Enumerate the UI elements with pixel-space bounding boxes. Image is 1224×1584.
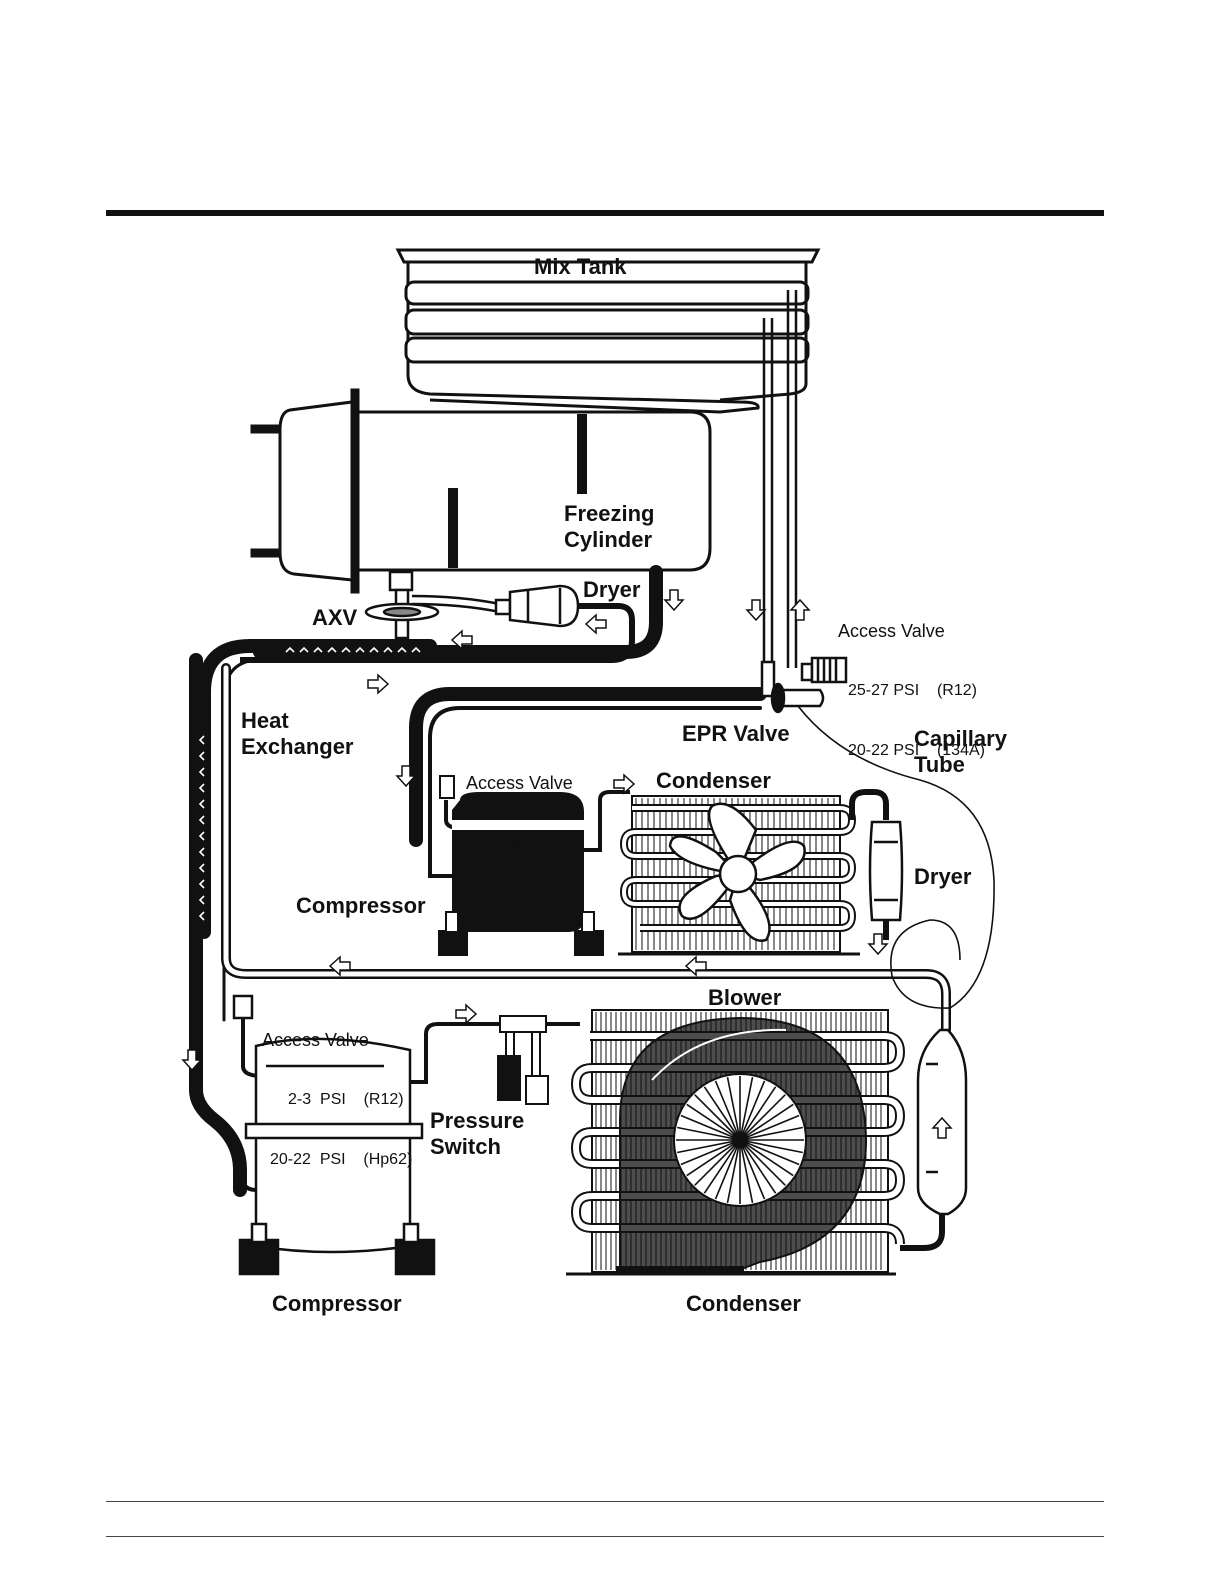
suction-lines bbox=[189, 565, 951, 1197]
arrow-up-icon bbox=[789, 598, 811, 621]
epr-valve-label: EPR Valve bbox=[682, 721, 790, 746]
small-compressor-label: Compressor bbox=[296, 893, 426, 918]
arrow-down-icon bbox=[867, 933, 889, 956]
arrow-down-icon bbox=[745, 599, 767, 622]
blower-label: Blower bbox=[708, 985, 782, 1010]
right-dryer bbox=[849, 789, 904, 940]
small-compressor bbox=[438, 775, 630, 956]
capillary-tube bbox=[797, 705, 995, 1009]
arrow-left-icon bbox=[450, 629, 473, 651]
arrow-down-icon bbox=[663, 589, 685, 612]
pressure-switch bbox=[497, 1015, 549, 1105]
arrow-left-icon bbox=[684, 955, 707, 977]
large-compressor-label: Compressor bbox=[272, 1291, 402, 1316]
blower-wheel-icon bbox=[676, 1076, 804, 1204]
capillary-tube-label: Capillary Tube bbox=[914, 726, 1007, 777]
access-valve-title: Access Valve bbox=[838, 621, 945, 641]
arrow-down-icon bbox=[181, 1049, 203, 1072]
large-condenser-label: Condenser bbox=[686, 1291, 801, 1316]
access-valve-line: 20-22 PSI (134A) bbox=[848, 742, 985, 759]
blower-spoke bbox=[676, 1076, 804, 1204]
arrow-up-icon bbox=[931, 1116, 953, 1139]
top-dryer-label: Dryer bbox=[583, 577, 641, 602]
large-compressor bbox=[232, 994, 580, 1276]
mix-tank-label: Mix Tank bbox=[534, 254, 627, 279]
access-valve-line: 1-5 PSI bbox=[466, 833, 527, 853]
access-valve-top-right: Access Valve 25-27 PSI (R12) 20-22 PSI (… bbox=[838, 581, 985, 781]
right-dryer-label: Dryer bbox=[914, 864, 972, 889]
arrow-right-icon bbox=[455, 1003, 478, 1025]
header-rule bbox=[106, 210, 1104, 216]
access-valve-line: 25-27 PSI (R12) bbox=[848, 682, 977, 699]
condenser-fan-icon bbox=[668, 802, 806, 942]
arrow-right-icon bbox=[367, 673, 390, 695]
epr-valve bbox=[760, 656, 848, 714]
flow-arrows bbox=[181, 589, 953, 1139]
mix-tank bbox=[395, 248, 821, 414]
receiver-tank bbox=[900, 1028, 968, 1251]
small-condenser-label: Condenser bbox=[656, 768, 771, 793]
freezing-cylinder-label: Freezing Cylinder bbox=[564, 501, 655, 552]
arrow-left-icon bbox=[328, 955, 351, 977]
axv-valve bbox=[364, 570, 440, 640]
access-valve-title: Access Valve bbox=[466, 773, 573, 793]
heat-exchanger-chevrons bbox=[198, 646, 421, 921]
footer-rule-upper bbox=[106, 1501, 1104, 1502]
access-valve-middle: Access Valve 1-5 PSI bbox=[466, 733, 573, 873]
small-condenser bbox=[618, 795, 860, 956]
pressure-switch-label: Pressure Switch bbox=[430, 1108, 525, 1159]
access-valve-line: 20-22 PSI (Hp62) bbox=[270, 1151, 413, 1168]
epr-line bbox=[409, 687, 767, 878]
arrow-down-icon bbox=[395, 765, 417, 788]
access-valve-line: 2-3 PSI (R12) bbox=[288, 1091, 404, 1108]
arrow-left-icon bbox=[584, 613, 607, 635]
axv-label: AXV bbox=[312, 605, 358, 630]
heat-exchanger-label: Heat Exchanger bbox=[241, 708, 354, 759]
arrow-right-icon bbox=[613, 773, 636, 795]
access-valve-bottom-left: Access Valve 2-3 PSI (R12) 20-22 PSI (Hp… bbox=[262, 990, 412, 1190]
access-valve-title: Access Valve bbox=[262, 1030, 369, 1050]
large-condenser bbox=[566, 1009, 906, 1276]
footer-rule-lower bbox=[106, 1536, 1104, 1537]
freezing-cylinder bbox=[250, 388, 712, 594]
